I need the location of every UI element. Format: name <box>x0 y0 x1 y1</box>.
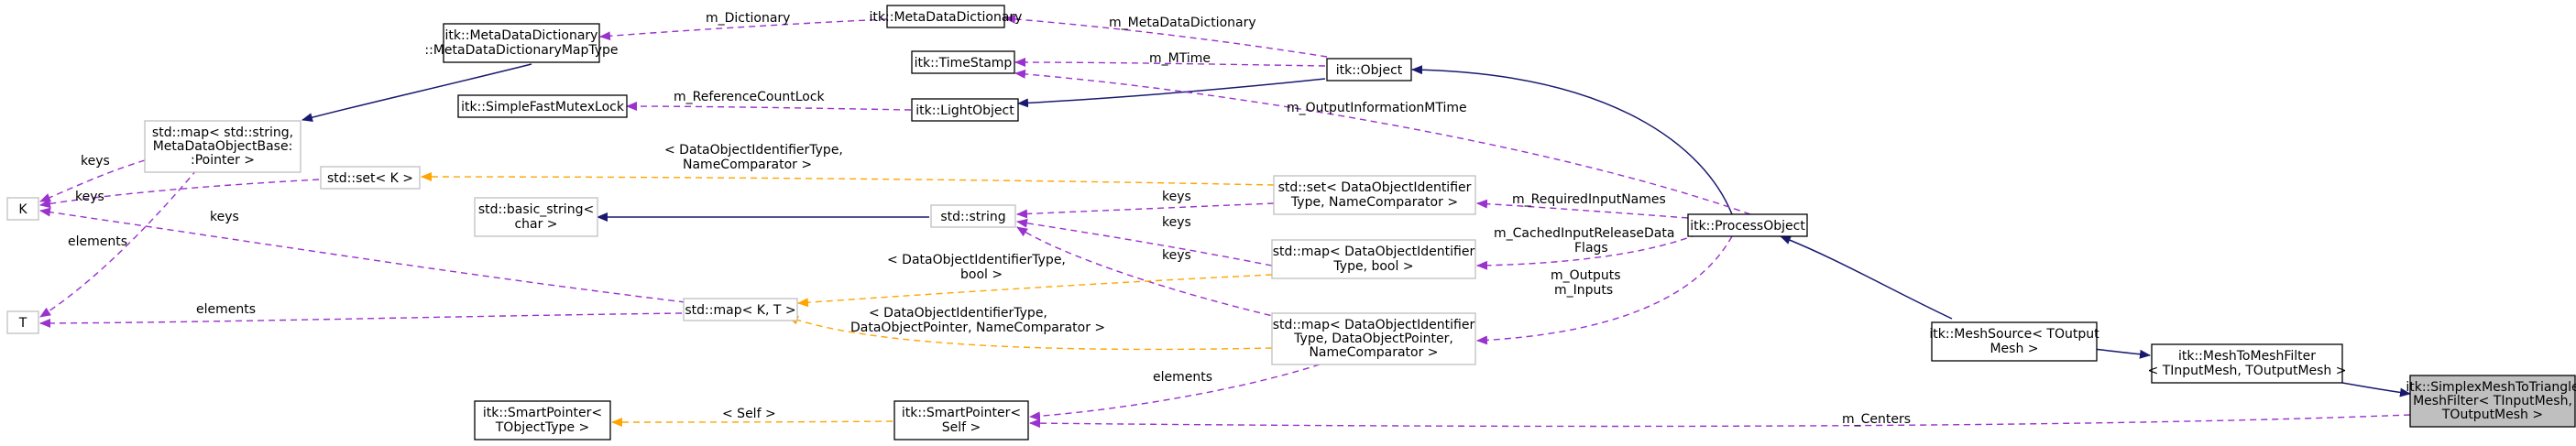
svg-text:std::map< DataObjectIdentifier: std::map< DataObjectIdentifierType, Data… <box>1273 318 1475 360</box>
svg-text:std::set< DataObjectIdentifier: std::set< DataObjectIdentifierType, Name… <box>1278 180 1472 210</box>
svg-text:std::map< std::string,MetaData: std::map< std::string,MetaDataObjectBase… <box>152 125 293 168</box>
svg-text:K: K <box>18 202 27 217</box>
label-bool-template: < DataObjectIdentifierType,bool > <box>887 253 1066 282</box>
edge-mapptr-to-smartptr <box>1029 364 1321 421</box>
edge-mapptr-to-mapKT <box>787 315 1273 351</box>
label-keys-kt-K: keys <box>210 210 239 224</box>
node-object[interactable]: itk::Object <box>1326 58 1412 82</box>
node-metadata-dictionary-map-type[interactable]: itk::MetaDataDictionary::MetaDataDiction… <box>424 23 619 63</box>
svg-text:itk::Object: itk::Object <box>1336 63 1403 78</box>
edge-simplex-to-smartptr <box>1029 414 2411 429</box>
node-smart-pointer-tobjecttype[interactable]: itk::SmartPointer<TObjectType > <box>474 400 611 441</box>
svg-text:itk::MeshToMeshFilter< TInputM: itk::MeshToMeshFilter< TInputMesh, TOutp… <box>2148 349 2347 378</box>
svg-text:itk::ProcessObject: itk::ProcessObject <box>1690 219 1805 234</box>
node-std-set-K[interactable]: std::set< K > <box>320 166 421 190</box>
label-keys-map-K: keys <box>81 154 110 169</box>
svg-text:std::map< DataObjectIdentifier: std::map< DataObjectIdentifierType, bool… <box>1273 245 1475 274</box>
label-elements-map-T: elements <box>68 234 127 249</box>
node-std-basic-string[interactable]: std::basic_string<char > <box>474 197 598 237</box>
edge-stdset-to-K <box>39 179 320 209</box>
edge-mapKT-to-T <box>39 312 683 328</box>
edge-object-to-metadict <box>1004 14 1328 58</box>
svg-text:itk::MetaDataDictionary::MetaD: itk::MetaDataDictionary::MetaDataDiction… <box>424 28 618 58</box>
node-simple-fast-mutex-lock[interactable]: itk::SimpleFastMutexLock <box>457 94 628 118</box>
label-m-referencecountlock: m_ReferenceCountLock <box>674 90 826 104</box>
label-m-mtime: m_MTime <box>1149 51 1211 66</box>
node-process-object[interactable]: itk::ProcessObject <box>1687 213 1808 237</box>
label-set-template: < DataObjectIdentifierType,NameComparato… <box>664 143 843 172</box>
node-metadata-dictionary[interactable]: itk::MetaDataDictionary <box>870 5 1023 28</box>
svg-text:itk::MetaDataDictionary: itk::MetaDataDictionary <box>870 10 1023 25</box>
edge-processobject-to-timestamp <box>1014 69 1751 215</box>
edge-metadictmaptype-to-stdmap <box>301 63 532 122</box>
edge-processobject-to-mapptr <box>1476 235 1733 345</box>
node-std-string[interactable]: std::string <box>930 204 1016 228</box>
svg-text:std::string: std::string <box>940 210 1005 224</box>
edge-setdoi-to-setK <box>421 172 1275 186</box>
svg-text:itk::SmartPointer<Self >: itk::SmartPointer<Self > <box>902 406 1021 435</box>
node-K[interactable]: K <box>6 197 39 221</box>
node-mesh-to-mesh-filter[interactable]: itk::MeshToMeshFilter< TInputMesh, TOutp… <box>2148 343 2347 384</box>
label-m-outputinformationmtime: m_OutputInformationMTime <box>1287 101 1467 115</box>
svg-text:std::basic_string<char >: std::basic_string<char > <box>478 202 594 232</box>
svg-text:std::set< K >: std::set< K > <box>327 171 413 186</box>
label-keys-mapptr-string: keys <box>1162 248 1191 263</box>
node-std-map-K-T[interactable]: std::map< K, T > <box>683 298 798 321</box>
edge-lightobject-to-mutex <box>626 102 912 112</box>
svg-text:itk::SimpleFastMutexLock: itk::SimpleFastMutexLock <box>461 100 625 114</box>
edge-processobject-to-meshsource <box>1780 235 1953 320</box>
label-elements-kt-T: elements <box>196 302 256 317</box>
svg-text:T: T <box>18 316 27 331</box>
edge-mapbool-to-mapKT <box>797 274 1273 308</box>
svg-text:itk::MeshSource< TOutputMesh >: itk::MeshSource< TOutputMesh > <box>1929 327 2099 356</box>
node-std-map-string[interactable]: std::map< std::string,MetaDataObjectBase… <box>144 120 301 173</box>
edge-mapbool-to-string <box>1016 218 1273 267</box>
label-keys-set-string: keys <box>1162 190 1191 204</box>
svg-text:std::map< K, T >: std::map< K, T > <box>685 303 795 318</box>
edge-metadict-to-maptype <box>599 18 888 41</box>
svg-text:itk::LightObject: itk::LightObject <box>915 103 1014 118</box>
node-smart-pointer-self[interactable]: itk::SmartPointer<Self > <box>893 400 1029 441</box>
node-time-stamp[interactable]: itk::TimeStamp <box>911 50 1015 74</box>
edge-setdoi-to-string <box>1016 202 1275 219</box>
edge-mapptr-to-string <box>1016 226 1293 321</box>
edge-stdmap-to-K <box>39 159 146 202</box>
edge-lightobject-to-object <box>1017 78 1326 108</box>
node-light-object[interactable]: itk::LightObject <box>911 98 1019 122</box>
label-m-metadatadictionary: m_MetaDataDictionary <box>1109 16 1256 30</box>
svg-text:itk::TimeStamp: itk::TimeStamp <box>915 56 1013 71</box>
label-keys-mapbool-string: keys <box>1162 215 1191 230</box>
edge-processobject-to-setdoi <box>1476 199 1689 219</box>
edge-smartptr-self-to-tobj <box>611 417 893 427</box>
label-ptr-template: < DataObjectIdentifierType,DataObjectPoi… <box>850 306 1105 335</box>
label-keys-set-K: keys <box>75 190 104 204</box>
label-m-requiredinputnames: m_RequiredInputNames <box>1512 192 1666 207</box>
edge-object-to-processobject <box>1411 65 1733 215</box>
edge-stdmap-to-T <box>39 169 198 318</box>
edge-processobject-to-mapbool <box>1476 234 1698 270</box>
label-self-template: < Self > <box>722 407 776 421</box>
label-m-dictionary: m_Dictionary <box>706 11 790 26</box>
label-m-centers: m_Centers <box>1842 412 1911 427</box>
edge-object-to-timestamp <box>1014 58 1326 68</box>
edge-meshtomesh-to-simplex <box>2341 382 2411 397</box>
svg-text:itk::SmartPointer<TObjectType: itk::SmartPointer<TObjectType > <box>483 406 602 435</box>
label-elements-smartptr: elements <box>1153 370 1212 385</box>
node-T[interactable]: T <box>6 310 39 334</box>
